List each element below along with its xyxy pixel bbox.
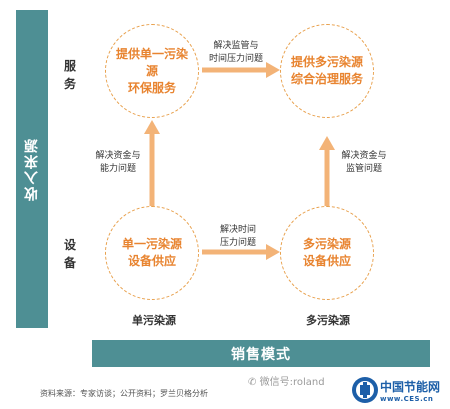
node-multi-equipment-label: 多污染源 设备供应	[302, 237, 351, 268]
wechat-id: 微信号:roland	[259, 377, 325, 388]
arrow-bottom	[202, 244, 280, 260]
node-single-service: 提供单一污染源 环保服务	[105, 24, 199, 118]
arrow-left-label: 解决资金与 能力问题	[95, 151, 141, 174]
arrow-left	[144, 120, 160, 206]
col-label-single: 单污染源	[132, 314, 176, 327]
node-multi-equipment: 多污染源 设备供应	[280, 206, 374, 300]
node-single-service-label: 提供单一污染源 环保服务	[115, 46, 188, 95]
ces-logo-icon	[352, 377, 378, 403]
arrow-right-label: 解决资金与 监管问题	[341, 151, 387, 174]
row-label-service: 服务	[63, 59, 76, 91]
col-label-multi: 多污染源	[306, 314, 350, 327]
node-multi-service-label: 提供多污染源 综合治理服务	[290, 55, 363, 86]
arrow-top-label: 解决监管与 时间压力问题	[208, 41, 263, 64]
source-note: 资料来源：专家访谈；公开资料；罗兰贝格分析	[40, 389, 208, 398]
x-axis-bar: 销售模式	[92, 340, 430, 367]
x-axis-title: 销售模式	[231, 346, 291, 363]
site-name: 中国节能网	[380, 380, 441, 394]
node-single-equipment-label: 单一污染源 设备供应	[121, 237, 182, 268]
wechat-watermark: ✆ 微信号:roland	[248, 373, 325, 388]
y-axis-bar: 收入来源	[16, 10, 48, 328]
node-single-equipment: 单一污染源 设备供应	[105, 206, 199, 300]
arrow-top	[202, 62, 280, 78]
node-multi-service: 提供多污染源 综合治理服务	[280, 24, 374, 118]
row-label-equipment: 设备	[63, 238, 76, 270]
wechat-icon: ✆	[248, 377, 257, 388]
arrow-bottom-label: 解决时间 压力问题	[219, 225, 256, 248]
site-url: www.CES.cn	[380, 395, 434, 403]
arrow-right	[319, 136, 335, 206]
